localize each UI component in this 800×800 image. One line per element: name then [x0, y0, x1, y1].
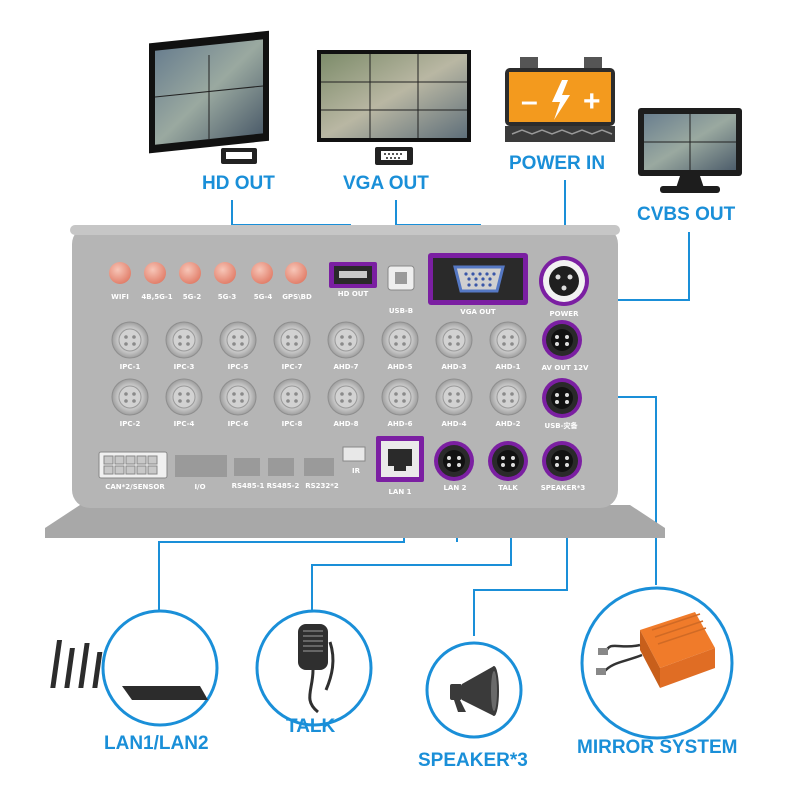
connector-label: IPC-4	[174, 420, 195, 428]
battery-icon: – +	[505, 57, 615, 142]
connector-ahd-6: AHD-6	[381, 378, 419, 428]
svg-text:–: –	[521, 85, 538, 118]
connector-ahd-3: AHD-3	[435, 321, 473, 371]
vga-monitor-icon	[317, 50, 471, 142]
antenna-label-wifi: WIFI	[111, 293, 129, 301]
antenna-label-gps: GPS\BD	[282, 293, 312, 301]
lan1-label: LAN 1	[388, 488, 411, 496]
connector-label: AHD-2	[496, 420, 521, 428]
connector-ahd-2: AHD-2	[489, 378, 527, 428]
av-out-label: AV OUT 12V	[542, 364, 589, 372]
connector-ipc-8: IPC-8	[273, 378, 311, 428]
router-circle	[50, 609, 219, 727]
connector-label: IPC-6	[228, 420, 249, 428]
hd-monitor-icon	[149, 30, 269, 154]
connector-ipc-5: IPC-5	[219, 321, 257, 371]
speaker-circle	[425, 641, 523, 739]
connector-ipc-3: IPC-3	[165, 321, 203, 371]
speaker-port: SPEAKER*3	[541, 441, 586, 492]
mirror-circle	[580, 586, 734, 740]
connector-row-1: IPC-1 IPC-3 IPC-5 IPC-7 AHD-7 AHD-5 AHD-3 AHD-1	[111, 321, 527, 371]
connector-label: IPC-1	[120, 363, 141, 371]
rs232-label: RS232*2	[305, 482, 339, 490]
av-out-port: AV OUT 12V	[542, 320, 589, 372]
svg-text:+: +	[583, 85, 601, 118]
terminal-blocks	[98, 446, 366, 479]
antenna-ports	[109, 262, 307, 284]
connector-ipc-7: IPC-7	[273, 321, 311, 371]
connector-ipc-1: IPC-1	[111, 321, 149, 371]
terminal-labels: CAN*2/SENSOR I/O RS485-1 RS485-2 RS232*2…	[105, 467, 360, 491]
megaphone-icon	[450, 666, 499, 716]
connector-ipc-6: IPC-6	[219, 378, 257, 428]
lan2-label: LAN 2	[443, 484, 466, 492]
vga-out-port-label: VGA OUT	[460, 308, 496, 316]
usb-alarm-label: USB-灾备	[545, 421, 579, 430]
connector-label: IPC-8	[282, 420, 303, 428]
antenna-label-5g1: 4B,5G-1	[141, 293, 172, 301]
callout-power-in: POWER IN	[509, 153, 606, 174]
connector-label: AHD-5	[388, 363, 413, 371]
lan1-port: LAN 1	[376, 436, 424, 496]
connector-row-2: IPC-2 IPC-4 IPC-6 IPC-8 AHD-8 AHD-6 AHD-4 AHD-2	[111, 378, 527, 428]
connector-label: IPC-7	[282, 363, 303, 371]
usb-b-port: USB-B	[387, 265, 415, 315]
ir-label: IR	[352, 467, 361, 475]
callout-speaker: SPEAKER*3	[418, 750, 528, 771]
callout-vga-out: VGA OUT	[343, 173, 429, 194]
vga-port-icon	[375, 147, 413, 165]
hdmi-port-icon	[221, 148, 257, 164]
connector-label: IPC-2	[120, 420, 141, 428]
can-sensor-label: CAN*2/SENSOR	[105, 483, 165, 491]
antenna-label-5g3: 5G-3	[218, 293, 237, 301]
lan2-port: LAN 2	[434, 441, 474, 492]
mirror-controller-icon	[596, 612, 715, 688]
hd-out-port-label: HD OUT	[338, 290, 369, 298]
power-port-label: POWER	[550, 310, 580, 318]
connector-ipc-4: IPC-4	[165, 378, 203, 428]
rs485-2-label: RS485-2	[267, 482, 300, 490]
rs485-1-label: RS485-1	[232, 482, 265, 490]
talk-port: TALK	[488, 441, 528, 492]
connector-label: AHD-1	[496, 363, 521, 371]
power-port: POWER	[539, 256, 589, 318]
connector-ahd-4: AHD-4	[435, 378, 473, 428]
handheld-microphone-icon	[298, 624, 335, 714]
callout-hd-out: HD OUT	[202, 173, 275, 194]
callout-talk: TALK	[286, 716, 336, 737]
connector-ahd-1: AHD-1	[489, 321, 527, 371]
connector-label: IPC-3	[174, 363, 195, 371]
router-icon	[50, 640, 208, 700]
antenna-label-5g4: 5G-4	[254, 293, 273, 301]
connector-ahd-7: AHD-7	[327, 321, 365, 371]
hd-out-port: HD OUT	[329, 262, 377, 298]
callout-cvbs-out: CVBS OUT	[637, 204, 736, 225]
connector-ahd-5: AHD-5	[381, 321, 419, 371]
connector-label: AHD-8	[334, 420, 359, 428]
antenna-labels: WIFI 4B,5G-1 5G-2 5G-3 5G-4 GPS\BD	[111, 293, 312, 301]
connector-ipc-2: IPC-2	[111, 378, 149, 428]
connector-ahd-8: AHD-8	[327, 378, 365, 428]
io-label: I/O	[194, 483, 205, 491]
callout-mirror-system: MIRROR SYSTEM	[577, 737, 738, 758]
microphone-circle	[255, 609, 373, 727]
callout-lan: LAN1/LAN2	[104, 733, 209, 754]
vga-out-port: VGA OUT	[428, 253, 528, 316]
usb-alarm-port: USB-灾备	[542, 378, 582, 430]
talk-port-label: TALK	[498, 484, 518, 492]
connector-label: AHD-7	[334, 363, 359, 371]
connector-label: AHD-3	[442, 363, 467, 371]
connector-label: AHD-4	[442, 420, 467, 428]
cvbs-monitor-icon	[638, 108, 742, 193]
antenna-label-5g2: 5G-2	[183, 293, 202, 301]
connector-label: IPC-5	[228, 363, 249, 371]
connector-label: AHD-6	[388, 420, 413, 428]
usb-b-label: USB-B	[389, 307, 413, 315]
speaker-port-label: SPEAKER*3	[541, 484, 586, 492]
